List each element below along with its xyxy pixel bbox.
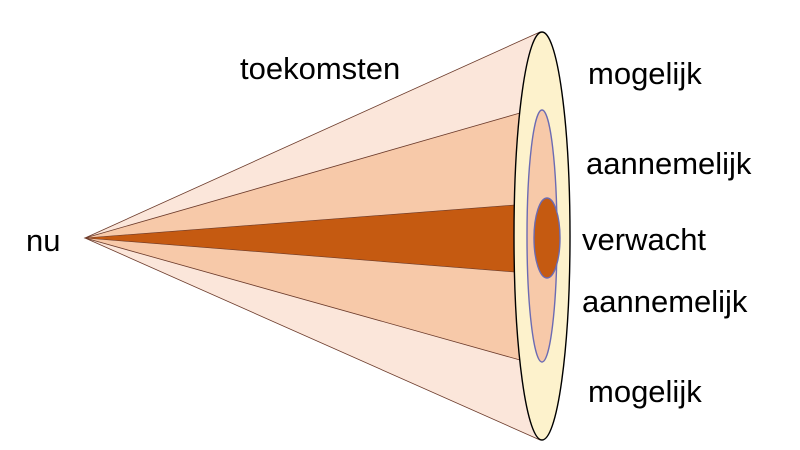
plausible-label-top: aannemelijk: [586, 146, 752, 181]
plausible-label-bottom: aannemelijk: [582, 284, 748, 319]
possible-label-bottom: mogelijk: [588, 374, 702, 409]
futures-label: toekomsten: [240, 51, 401, 86]
expected-label: verwacht: [582, 222, 707, 257]
expected-future-disc: [533, 197, 561, 279]
possible-label-top: mogelijk: [588, 56, 702, 91]
now-label: nu: [26, 223, 61, 258]
